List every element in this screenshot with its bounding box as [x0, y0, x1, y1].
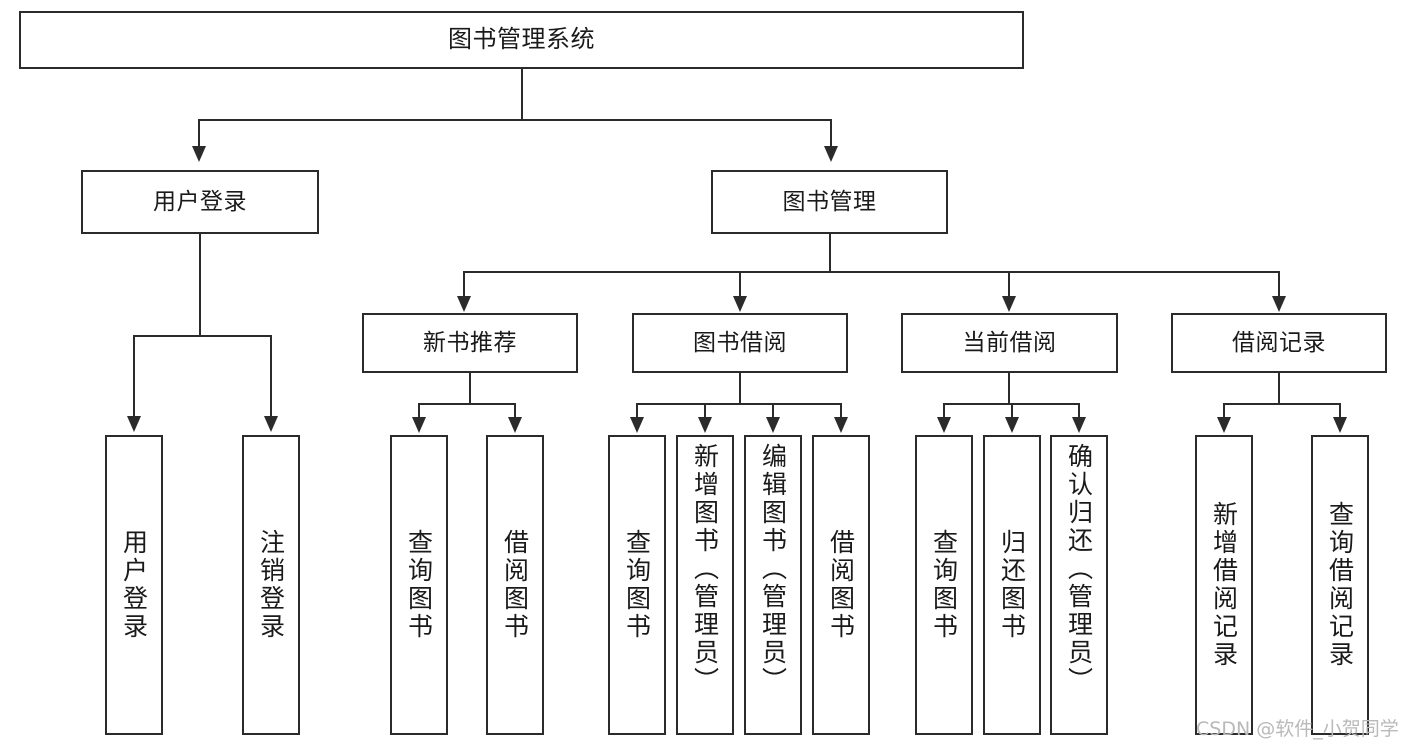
arrowhead-leaf-query-book-2 [630, 417, 644, 433]
leaf-borrow-book-2-label: 借阅图书 [826, 529, 856, 641]
connector-cb-leaf-2 [1011, 403, 1013, 418]
connector-bb-leaf-3 [772, 403, 774, 418]
leaf-add-book[interactable]: 新增图书（管理员） [676, 435, 734, 735]
node-user-login-label: 用户登录 [153, 188, 247, 215]
connector-bb-leaf-2 [704, 403, 706, 418]
arrowhead-book-borrow [733, 296, 747, 312]
arrowhead-leaf-query-record [1333, 417, 1347, 433]
node-borrow-record-label: 借阅记录 [1232, 329, 1326, 356]
connector-nbr-leaf-2 [514, 403, 516, 418]
leaf-user-login-label: 用户登录 [119, 529, 149, 641]
connector-book-manage-bar [463, 271, 1280, 273]
arrowhead-leaf-add-record [1217, 417, 1231, 433]
connector-user-login-leaf-1 [133, 335, 135, 417]
node-root-label: 图书管理系统 [448, 25, 595, 54]
node-new-book-recommend-label: 新书推荐 [423, 329, 517, 356]
connector-user-login-bar [133, 335, 272, 337]
node-current-borrow[interactable]: 当前借阅 [901, 313, 1118, 373]
leaf-user-login[interactable]: 用户登录 [105, 435, 163, 735]
arrowhead-leaf-add-book [698, 417, 712, 433]
node-borrow-record[interactable]: 借阅记录 [1171, 313, 1387, 373]
connector-to-book-borrow [739, 271, 741, 297]
arrowhead-leaf-return-book [1005, 417, 1019, 433]
connector-bb-bar [636, 403, 841, 405]
leaf-return-book[interactable]: 归还图书 [983, 435, 1041, 735]
connector-br-leaf-1 [1223, 403, 1225, 418]
arrowhead-to-user-login [192, 146, 206, 162]
leaf-query-book-1[interactable]: 查询图书 [390, 435, 448, 735]
connector-br-bar [1223, 403, 1341, 405]
node-root[interactable]: 图书管理系统 [19, 11, 1024, 69]
leaf-logout-label: 注销登录 [256, 529, 286, 641]
connector-user-login-leaf-2 [270, 335, 272, 417]
leaf-query-book-2-label: 查询图书 [622, 529, 652, 641]
arrowhead-current-borrow [1002, 296, 1016, 312]
leaf-edit-book-label: 编辑图书（管理员） [758, 443, 788, 695]
leaf-query-book-3[interactable]: 查询图书 [915, 435, 973, 735]
leaf-query-book-1-label: 查询图书 [404, 529, 434, 641]
leaf-query-record[interactable]: 查询借阅记录 [1311, 435, 1369, 735]
leaf-confirm-return[interactable]: 确认归还（管理员） [1050, 435, 1108, 735]
connector-nbr-leaf-1 [418, 403, 420, 418]
arrowhead-new-book-recommend [457, 296, 471, 312]
leaf-add-record[interactable]: 新增借阅记录 [1195, 435, 1253, 735]
leaf-borrow-book-2[interactable]: 借阅图书 [812, 435, 870, 735]
leaf-confirm-return-label: 确认归还（管理员） [1064, 443, 1094, 695]
arrowhead-borrow-record [1272, 296, 1286, 312]
arrowhead-leaf-logout [264, 416, 278, 432]
connector-bb-leaf-1 [636, 403, 638, 418]
connector-to-current-borrow [1008, 271, 1010, 297]
leaf-edit-book[interactable]: 编辑图书（管理员） [744, 435, 802, 735]
leaf-borrow-book-1-label: 借阅图书 [500, 529, 530, 641]
connector-br-down [1278, 373, 1280, 403]
connector-to-borrow-record [1278, 271, 1280, 297]
leaf-query-book-3-label: 查询图书 [929, 529, 959, 641]
leaf-borrow-book-1[interactable]: 借阅图书 [486, 435, 544, 735]
connector-nbr-down [469, 373, 471, 403]
connector-root-to-user-login [198, 119, 200, 148]
leaf-logout[interactable]: 注销登录 [242, 435, 300, 735]
node-current-borrow-label: 当前借阅 [962, 329, 1057, 356]
connector-book-manage-down [829, 234, 831, 271]
arrowhead-to-book-manage [824, 146, 838, 162]
leaf-add-record-label: 新增借阅记录 [1209, 501, 1239, 669]
connector-nbr-bar [418, 403, 516, 405]
node-book-borrow-label: 图书借阅 [693, 329, 787, 356]
connector-root-bar [198, 119, 832, 121]
arrowhead-leaf-query-book-3 [937, 417, 951, 433]
node-book-borrow[interactable]: 图书借阅 [632, 313, 848, 373]
arrowhead-leaf-borrow-book-1 [508, 417, 522, 433]
connector-cb-leaf-3 [1078, 403, 1080, 418]
connector-bb-down [739, 373, 741, 403]
connector-cb-down [1008, 373, 1010, 403]
leaf-return-book-label: 归还图书 [997, 529, 1027, 641]
leaf-query-book-2[interactable]: 查询图书 [608, 435, 666, 735]
connector-br-leaf-2 [1339, 403, 1341, 418]
connector-to-new-book-recommend [463, 271, 465, 297]
arrowhead-leaf-query-book-1 [412, 417, 426, 433]
node-book-manage[interactable]: 图书管理 [711, 170, 948, 234]
node-user-login[interactable]: 用户登录 [81, 170, 319, 234]
watermark-text: CSDN @软件_小贺同学 [1196, 718, 1399, 740]
connector-root-to-book-manage [830, 119, 832, 148]
arrowhead-leaf-confirm-return [1072, 417, 1086, 433]
leaf-query-record-label: 查询借阅记录 [1325, 501, 1355, 669]
connector-bb-leaf-4 [840, 403, 842, 418]
leaf-add-book-label: 新增图书（管理员） [690, 443, 720, 695]
arrowhead-leaf-user-login [127, 416, 141, 432]
arrowhead-leaf-edit-book [766, 417, 780, 433]
connector-user-login-down [199, 234, 201, 335]
arrowhead-leaf-borrow-book-2 [834, 417, 848, 433]
connector-cb-leaf-1 [943, 403, 945, 418]
node-new-book-recommend[interactable]: 新书推荐 [362, 313, 578, 373]
node-book-manage-label: 图书管理 [782, 188, 877, 215]
connector-root-down [521, 69, 523, 119]
